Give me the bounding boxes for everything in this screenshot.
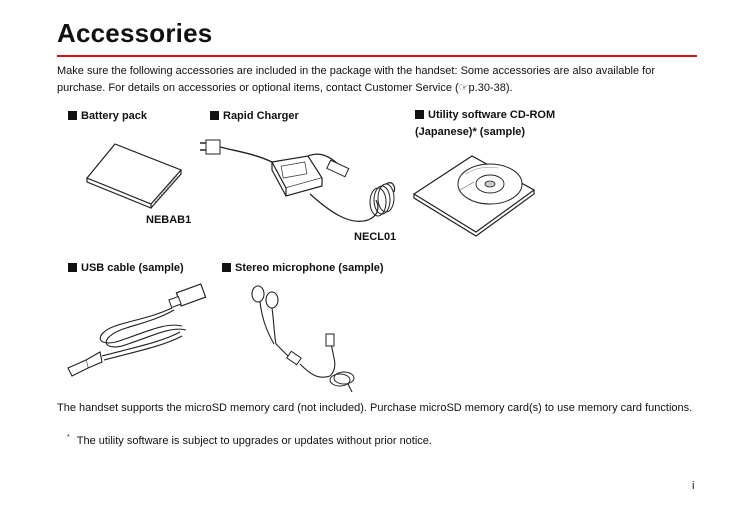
cd-rom-label: Utility software CD-ROM — [415, 109, 555, 121]
bullet-square-icon — [210, 111, 219, 120]
page-number: i — [692, 480, 695, 492]
bullet-square-icon — [415, 110, 424, 119]
cd-rom-label-line2: (Japanese)* (sample) — [415, 126, 526, 138]
usb-cable-label: USB cable (sample) — [68, 262, 184, 274]
battery-pack-icon — [86, 143, 183, 209]
stereo-microphone-label: Stereo microphone (sample) — [222, 262, 384, 274]
battery-model: NEBAB1 — [146, 214, 192, 226]
footer-paragraph: The handset supports the microSD memory … — [57, 402, 693, 414]
footnote-mark: * — [67, 434, 70, 441]
battery-pack-label: Battery pack — [68, 110, 147, 122]
title-rule — [57, 55, 697, 57]
rapid-charger-icon — [200, 139, 396, 222]
rapid-charger-label: Rapid Charger — [210, 110, 299, 122]
bullet-square-icon — [222, 263, 231, 272]
bullet-square-icon — [68, 111, 77, 120]
cd-rom-icon — [412, 155, 536, 237]
intro-paragraph: Make sure the following accessories are … — [57, 65, 655, 94]
footnote: *The utility software is subject to upgr… — [67, 434, 432, 447]
usb-cable-icon — [67, 283, 207, 377]
stereo-microphone-icon — [251, 285, 355, 393]
page-title: Accessories — [57, 18, 213, 48]
charger-model: NECL01 — [354, 231, 397, 243]
bullet-square-icon — [68, 263, 77, 272]
